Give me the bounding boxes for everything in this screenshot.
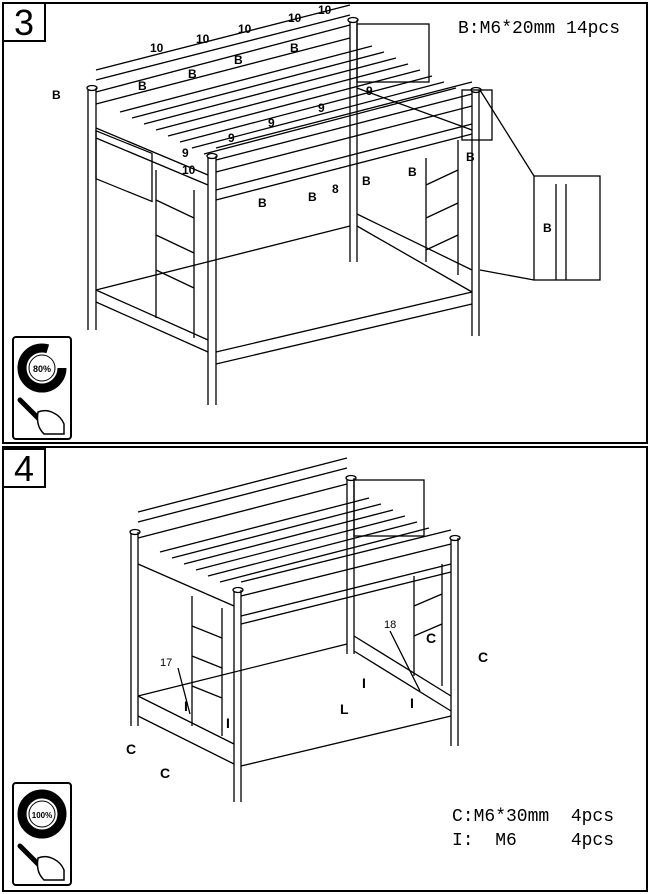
callout-10: 10 xyxy=(288,11,302,25)
step-4-hardware-spec-c: C:M6*30mm 4pcs xyxy=(452,807,615,827)
callout-18: 18 xyxy=(384,619,396,631)
callout-b: B xyxy=(138,79,147,93)
callout-8: 8 xyxy=(332,182,339,196)
callout-10: 10 xyxy=(150,41,164,55)
step-3-number: 3 xyxy=(2,2,46,42)
callout-b: B xyxy=(362,174,371,188)
step-4-panel xyxy=(2,446,648,892)
callout-9: 9 xyxy=(268,116,275,130)
progress-percent: 100% xyxy=(32,811,52,820)
step-3-bunk-bed-drawing: B B B B B B B B B B B 10 10 10 10 10 10 … xyxy=(52,3,601,405)
progress-ring-icon: 100% xyxy=(17,789,67,839)
progress-percent: 80% xyxy=(33,364,51,374)
callout-i: I xyxy=(226,715,230,731)
step-4-hardware-spec-i: I: M6 4pcs xyxy=(452,831,615,851)
callout-10: 10 xyxy=(318,3,332,17)
callout-c: C xyxy=(478,649,488,665)
step-4-bunk-bed-drawing: C C C C I I I I L 17 18 xyxy=(126,457,488,802)
callout-c: C xyxy=(160,765,170,781)
callout-b: B xyxy=(290,41,299,55)
callout-b: B xyxy=(408,165,417,179)
step-3-panel xyxy=(2,2,648,444)
callout-i: I xyxy=(184,698,188,714)
step-4-number: 4 xyxy=(2,448,46,488)
callout-10: 10 xyxy=(182,163,196,177)
step-3-progress-badge: 80% xyxy=(12,336,72,440)
callout-b: B xyxy=(234,53,243,67)
callout-b: B xyxy=(188,67,197,81)
callout-l: L xyxy=(340,701,349,717)
progress-ring-icon: 80% xyxy=(17,343,67,393)
callout-b: B xyxy=(466,150,475,164)
callout-b: B xyxy=(308,190,317,204)
callout-9: 9 xyxy=(366,84,373,98)
callout-i: I xyxy=(410,695,414,711)
callout-17: 17 xyxy=(160,657,172,669)
callout-9: 9 xyxy=(318,101,325,115)
step-4-progress-badge: 100% xyxy=(12,782,72,886)
callout-b: B xyxy=(52,88,61,102)
callout-i: I xyxy=(362,675,366,691)
callout-9: 9 xyxy=(228,131,235,145)
hand-screwdriver-icon xyxy=(17,843,65,881)
callout-10: 10 xyxy=(196,32,210,46)
callout-9: 9 xyxy=(182,146,189,160)
callout-b: B xyxy=(543,221,552,235)
hand-screwdriver-icon xyxy=(17,397,65,435)
callout-b: B xyxy=(258,196,267,210)
callout-10: 10 xyxy=(238,22,252,36)
callout-c: C xyxy=(126,741,136,757)
callout-c: C xyxy=(426,630,436,646)
step-3-hardware-spec: B:M6*20mm 14pcs xyxy=(458,19,621,39)
